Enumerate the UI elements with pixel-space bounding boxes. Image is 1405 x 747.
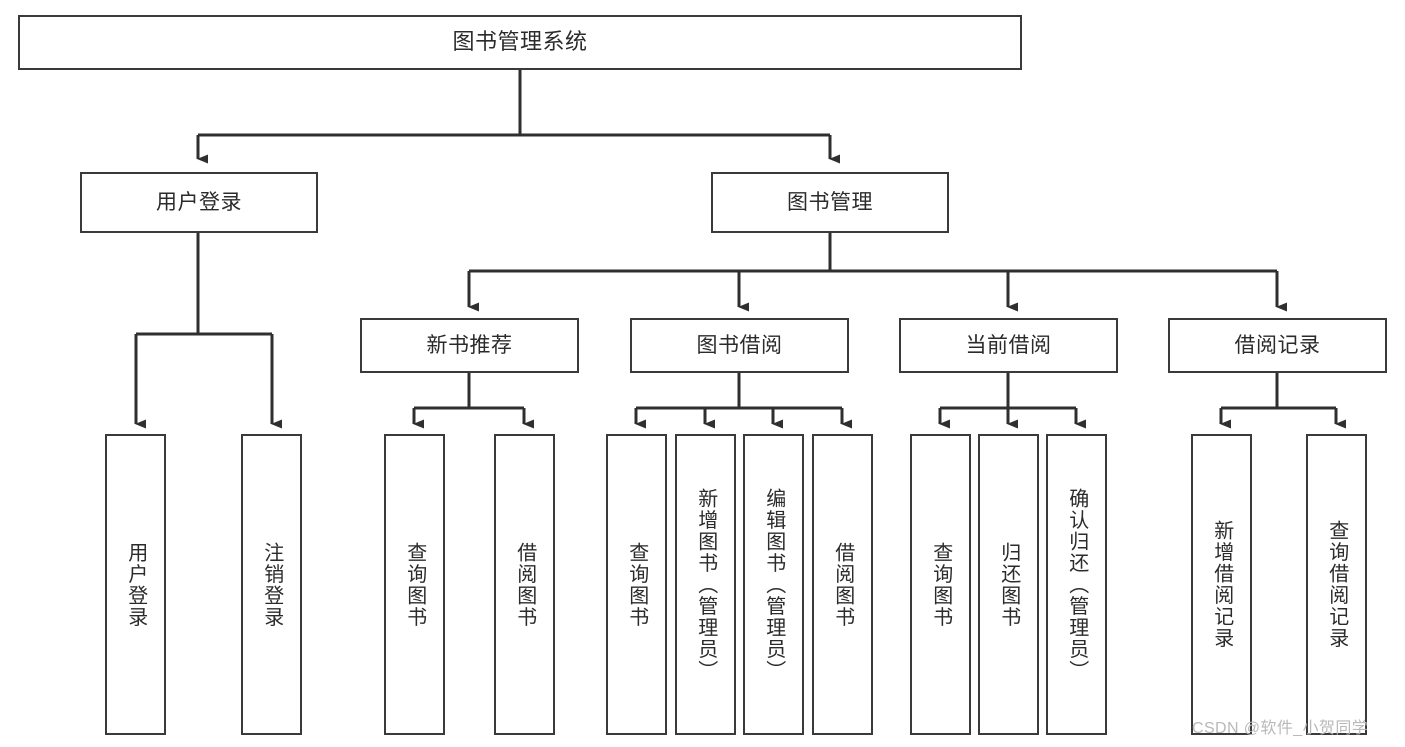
node-leaf-borrow-book-1[interactable]: 借阅图书 [494,434,555,735]
node-leaf-return-book[interactable]: 归还图书 [978,434,1039,735]
node-user-login[interactable]: 用户登录 [80,172,318,233]
node-leaf-query-book-1[interactable]: 查询图书 [384,434,445,735]
node-label: 查询借阅记录 [1325,520,1348,649]
node-borrow-record[interactable]: 借阅记录 [1168,318,1387,373]
node-label: 注销登录 [260,541,283,628]
node-label: 确认归还（管理员） [1065,487,1088,682]
node-leaf-confirm-return-admin[interactable]: 确认归还（管理员） [1046,434,1107,735]
node-label: 编辑图书（管理员） [762,487,785,682]
node-label: 查询图书 [403,541,426,628]
node-label: 借阅记录 [1234,333,1321,357]
node-leaf-add-borrow-record[interactable]: 新增借阅记录 [1191,434,1252,735]
node-label: 图书管理 [787,190,873,214]
node-leaf-query-borrow-record[interactable]: 查询借阅记录 [1306,434,1367,735]
node-book-borrow[interactable]: 图书借阅 [630,318,849,373]
csdn-watermark: CSDN @软件_小贺同学 [1192,720,1369,737]
node-label: 借阅图书 [513,541,536,628]
node-label: 用户登录 [156,190,242,214]
node-leaf-borrow-book-2[interactable]: 借阅图书 [812,434,873,735]
node-root-book-management-system[interactable]: 图书管理系统 [18,15,1022,70]
node-label: 查询图书 [929,541,952,628]
node-leaf-query-book-2[interactable]: 查询图书 [606,434,667,735]
node-label: 查询图书 [625,541,648,628]
node-label: 新书推荐 [426,333,513,357]
node-leaf-query-book-3[interactable]: 查询图书 [910,434,971,735]
node-label: 用户登录 [124,541,147,628]
node-label: 图书管理系统 [452,29,588,55]
node-label: 当前借阅 [965,333,1052,357]
node-label: 图书借阅 [696,333,783,357]
node-current-borrow[interactable]: 当前借阅 [899,318,1118,373]
node-label: 新增借阅记录 [1210,520,1233,649]
node-leaf-logout[interactable]: 注销登录 [241,434,302,735]
node-leaf-edit-book-admin[interactable]: 编辑图书（管理员） [743,434,804,735]
node-leaf-user-login[interactable]: 用户登录 [105,434,166,735]
node-label: 新增图书（管理员） [694,487,717,682]
node-new-book-recommendation[interactable]: 新书推荐 [360,318,579,373]
node-leaf-add-book-admin[interactable]: 新增图书（管理员） [675,434,736,735]
node-label: 归还图书 [997,541,1020,628]
node-label: 借阅图书 [831,541,854,628]
node-book-management[interactable]: 图书管理 [711,172,949,233]
